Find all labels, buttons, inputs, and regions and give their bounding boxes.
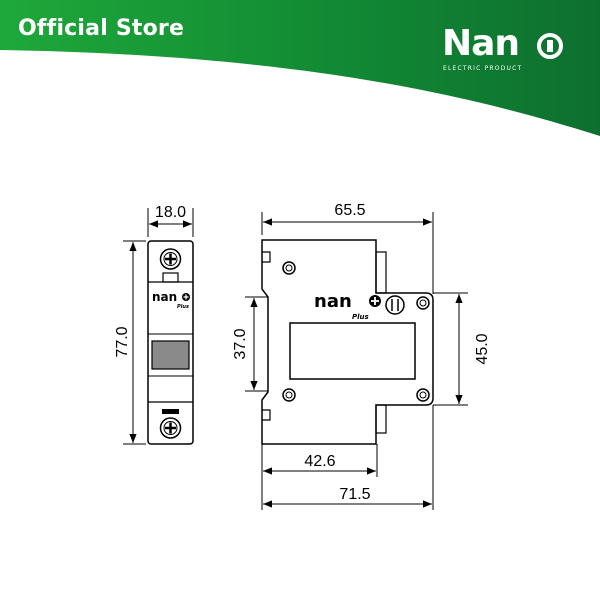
front-logo-text: nan (152, 290, 177, 304)
front-indicator-window (151, 340, 190, 370)
side-window-dim-label: 37.0 (232, 328, 249, 359)
side-view (245, 212, 468, 510)
front-bottom-slot (162, 409, 179, 414)
side-depth-dim-label: 71.5 (339, 486, 370, 503)
side-label-window (289, 322, 416, 380)
brand-logo: Nan ELECTRIC PRODUCT (442, 26, 572, 76)
brand-power-icon (537, 33, 563, 59)
front-bottom-terminal-screw (159, 417, 182, 439)
side-screw-bottom-left (282, 388, 296, 402)
brand-name: Nan (442, 23, 520, 64)
side-screw-bottom-right (416, 388, 430, 402)
front-logo-sub: Plus (177, 304, 189, 310)
front-toggle-tab (162, 272, 179, 283)
header-banner (0, 0, 600, 136)
side-screw-top-right (416, 296, 430, 310)
front-body-outline (147, 240, 194, 445)
front-height-dim-label: 77.0 (114, 326, 131, 357)
side-rail-bar-top (375, 251, 387, 294)
front-view (123, 208, 194, 445)
side-logo-sub: Plus (352, 313, 369, 321)
side-rail-dim-label: 42.6 (304, 453, 335, 470)
side-body-outline (261, 239, 434, 445)
banner-swoosh (0, 0, 600, 136)
side-body-dim-label: 45.0 (474, 333, 491, 364)
front-width-dim-label: 18.0 (155, 204, 186, 221)
front-top-terminal-screw (159, 248, 182, 270)
side-overall-dim-label: 65.5 (334, 202, 365, 219)
side-rail-bar-bottom (375, 404, 387, 434)
side-screw-top-left (282, 261, 296, 275)
official-store-label: Official Store (18, 16, 185, 41)
side-logo-text: nan (314, 291, 352, 312)
side-rivet-icon (385, 295, 405, 315)
brand-tagline: ELECTRIC PRODUCT (443, 65, 523, 72)
